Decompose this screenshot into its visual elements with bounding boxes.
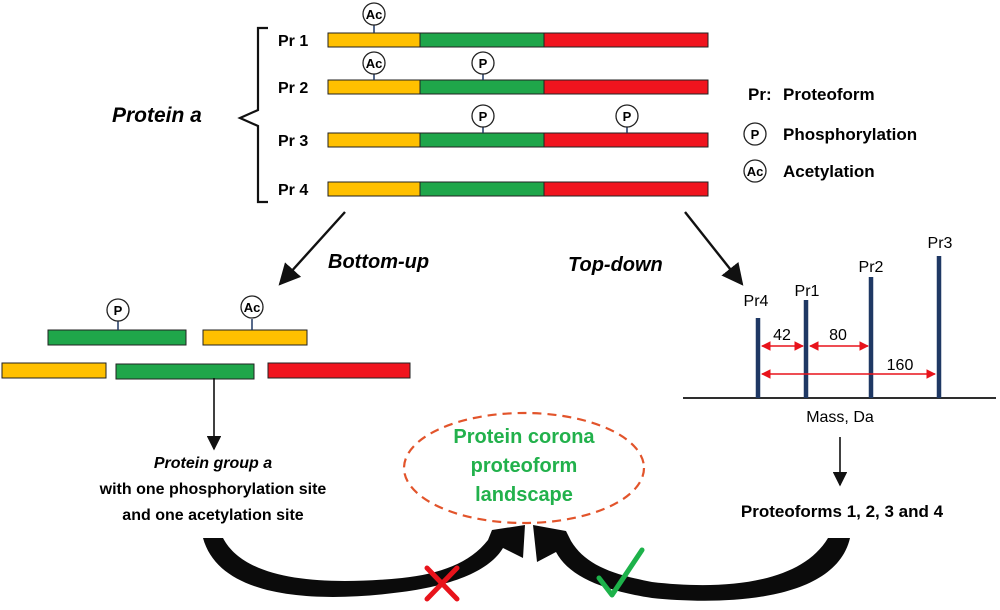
landscape-text: Protein corona proteoform landscape: [453, 426, 595, 506]
peak-label: Pr1: [795, 283, 820, 300]
mass-difference-label: 160: [887, 357, 914, 374]
proteoform-row-3: Pr 3 P P: [278, 104, 709, 150]
bar-segment-red: [543, 79, 709, 95]
legend-proteoform-text: Proteoform: [783, 85, 875, 104]
marker-label: Ac: [366, 56, 383, 71]
legend-acetylation-icon: [743, 159, 767, 183]
phosphorylation-marker: P: [471, 104, 495, 133]
peptide-green: [115, 363, 255, 380]
proteoform-label: Pr 4: [278, 182, 308, 199]
proteoform-row-1: Pr 1 Ac: [278, 2, 709, 50]
bar-segment-green: [419, 181, 545, 197]
bottom-up-arrow: [278, 211, 346, 286]
phosphorylation-marker: P: [615, 104, 639, 133]
acetylation-marker: Ac: [362, 2, 386, 33]
acetylation-marker: Ac: [362, 51, 386, 80]
legend-acetylation-symbol: Ac: [747, 164, 764, 179]
legend-phosphorylation-symbol: P: [751, 127, 760, 142]
legend-phosphorylation-text: Phosphorylation: [783, 125, 917, 144]
spectrum-xlabel: Mass, Da: [806, 409, 874, 426]
proteoform-row-2: Pr 2 Ac P: [278, 51, 709, 97]
phosphorylation-marker: [106, 298, 130, 322]
bar-segment-green: [419, 79, 545, 95]
cross-icon: [424, 565, 460, 602]
marker-label: P: [479, 56, 488, 71]
bottom-up-label: Bottom-up: [328, 251, 429, 273]
proteoform-label: Pr 1: [278, 33, 308, 50]
check-icon: [596, 547, 645, 598]
peptide-phosphorylated: P: [47, 298, 187, 346]
peptide-acetylated: Ac: [202, 295, 308, 346]
acetylation-marker: [240, 295, 264, 319]
peak-label: Pr4: [744, 293, 769, 310]
landscape-line: Protein corona: [453, 426, 595, 448]
top-down-label: Top-down: [568, 254, 663, 276]
legend-proteoform-key: Pr:: [748, 85, 772, 104]
marker-label: Ac: [244, 300, 261, 315]
proteoform-row-4: Pr 4: [278, 181, 709, 199]
bar-segment-yellow: [327, 79, 421, 95]
marker-label: P: [114, 303, 123, 318]
peptide-yellow: [1, 362, 107, 379]
marker-label: Ac: [366, 7, 383, 22]
landscape-ellipse: [402, 411, 646, 525]
bar-segment-red: [543, 32, 709, 48]
proteoform-bracket: [237, 26, 268, 204]
bar-segment-red: [543, 132, 709, 148]
bottom-up-curved-arrow: [203, 525, 525, 597]
landscape-line: landscape: [475, 484, 573, 506]
bottom-up-result: Protein group a with one phosphorylation…: [99, 455, 327, 524]
bar-segment-red: [543, 181, 709, 197]
legend: Pr: Proteoform P Phosphorylation Ac Acet…: [743, 85, 917, 183]
bar-segment-yellow: [327, 181, 421, 197]
bar-segment-green: [419, 132, 545, 148]
mass-difference-label: 80: [829, 327, 847, 344]
result-line: with one phosphorylation site: [99, 481, 327, 498]
phosphorylation-marker: P: [471, 51, 495, 80]
result-line: and one acetylation site: [122, 507, 303, 524]
landscape-line: proteoform: [471, 455, 578, 477]
top-down-curved-arrow: [533, 525, 850, 601]
bar-segment-green: [419, 32, 545, 48]
proteoform-label: Pr 3: [278, 133, 308, 150]
peak-label: Pr3: [928, 235, 953, 252]
peptide-red: [267, 362, 411, 379]
bar-segment-yellow: [327, 132, 421, 148]
marker-label: P: [623, 109, 632, 124]
protein-label: Protein a: [112, 104, 202, 127]
legend-phosphorylation-icon: [743, 122, 767, 146]
peak-label: Pr2: [859, 259, 884, 276]
proteoform-label: Pr 2: [278, 80, 308, 97]
bottom-up-peptides: P Ac: [1, 295, 411, 380]
mass-difference-label: 42: [773, 327, 791, 344]
top-down-result: Proteoforms 1, 2, 3 and 4: [741, 502, 944, 521]
mass-spectrum: Pr4 Pr1 Pr2 Pr3 42 80 160 Mass, Da: [683, 235, 996, 426]
marker-label: P: [479, 109, 488, 124]
protein-group-label: Protein group a: [154, 455, 272, 472]
bar-segment-yellow: [327, 32, 421, 48]
legend-acetylation-text: Acetylation: [783, 162, 875, 181]
top-down-arrow: [684, 211, 744, 286]
